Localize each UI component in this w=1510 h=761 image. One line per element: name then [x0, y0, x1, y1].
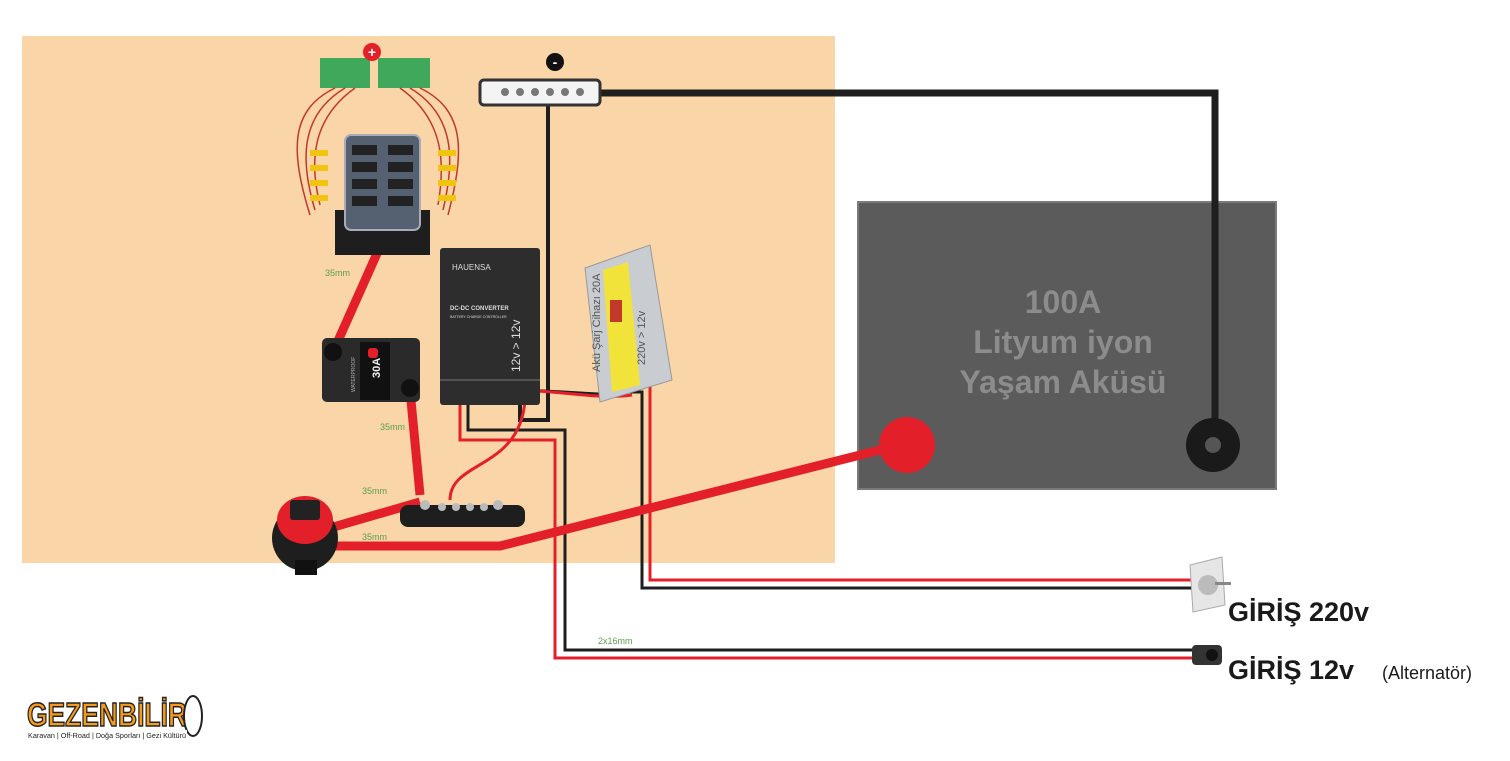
converter-subtitle: BATTERY CHARGE CONTROLLER — [450, 315, 507, 319]
dc-input-note: (Alternatör) — [1382, 663, 1472, 683]
dc-dc-converter: HAUENSA DC-DC CONVERTER BATTERY CHARGE C… — [440, 248, 540, 405]
alternator-positive-wire — [458, 400, 1195, 660]
breaker-brand: WATERPROOF — [351, 357, 357, 392]
converter-brand: HAUENSA — [452, 263, 491, 272]
charger-rating: 220v > 12v — [636, 310, 648, 365]
ac-input-label: GİRİŞ 220v — [1228, 597, 1369, 627]
battery-positive-terminal — [879, 417, 935, 473]
ac-socket — [1189, 556, 1231, 613]
cable-label: 2x16mm — [598, 636, 633, 646]
dc-input-label: GİRİŞ 12v — [1228, 655, 1354, 685]
svg-text:GEZENBİLİR: GEZENBİLİR — [27, 696, 187, 733]
negative-busbar: - — [478, 53, 602, 107]
negative-sign: - — [553, 54, 558, 70]
converter-rating: 12v > 12v — [509, 320, 523, 372]
battery-positive-cable — [330, 445, 882, 551]
fuse-box: + — [296, 43, 460, 255]
dc-socket — [1192, 645, 1222, 665]
cable-label: 35mm — [362, 486, 387, 496]
breaker-busbar-cable — [405, 389, 425, 496]
converter-ground-wire — [518, 105, 550, 422]
battery-line-1: 100A — [1025, 284, 1102, 320]
cable-label: 35mm — [380, 422, 405, 432]
charger-name: Akü Şarj Cihazı 20A — [591, 273, 603, 372]
positive-sign: + — [368, 44, 376, 60]
positive-busbar — [400, 500, 525, 527]
cable-label: 35mm — [362, 532, 387, 542]
cable-label: 35mm — [325, 268, 350, 278]
mounting-panel — [22, 36, 835, 563]
battery-negative-cable — [598, 89, 1219, 440]
alternator-negative-wire — [466, 400, 1195, 652]
breaker-rating: 30A — [371, 358, 383, 378]
converter-output-wire — [448, 399, 527, 501]
battery-line-3: Yaşam Aküsü — [960, 364, 1167, 400]
circuit-breaker-30a: 30A WATERPROOF — [322, 338, 420, 402]
battery-disconnect-switch — [272, 496, 338, 575]
terminal-bolt — [1205, 437, 1221, 453]
svg-text:Karavan | Off-Road | Doğa Spor: Karavan | Off-Road | Doğa Sporları | Gez… — [28, 733, 186, 740]
battery-charger: Akü Şarj Cihazı 20A 220v > 12v — [584, 244, 673, 403]
ac-live-wire — [648, 385, 1195, 582]
converter-title: DC-DC CONVERTER — [450, 306, 509, 312]
ac-neutral-wire — [630, 390, 1195, 590]
battery-line-2: Lityum iyon — [973, 324, 1153, 360]
fusebox-feed-cable — [328, 238, 388, 354]
negative-symbol — [546, 53, 564, 71]
gezenbilir-logo: GEZENBİLİR Karavan | Off-Road | Doğa Spo… — [26, 695, 203, 740]
